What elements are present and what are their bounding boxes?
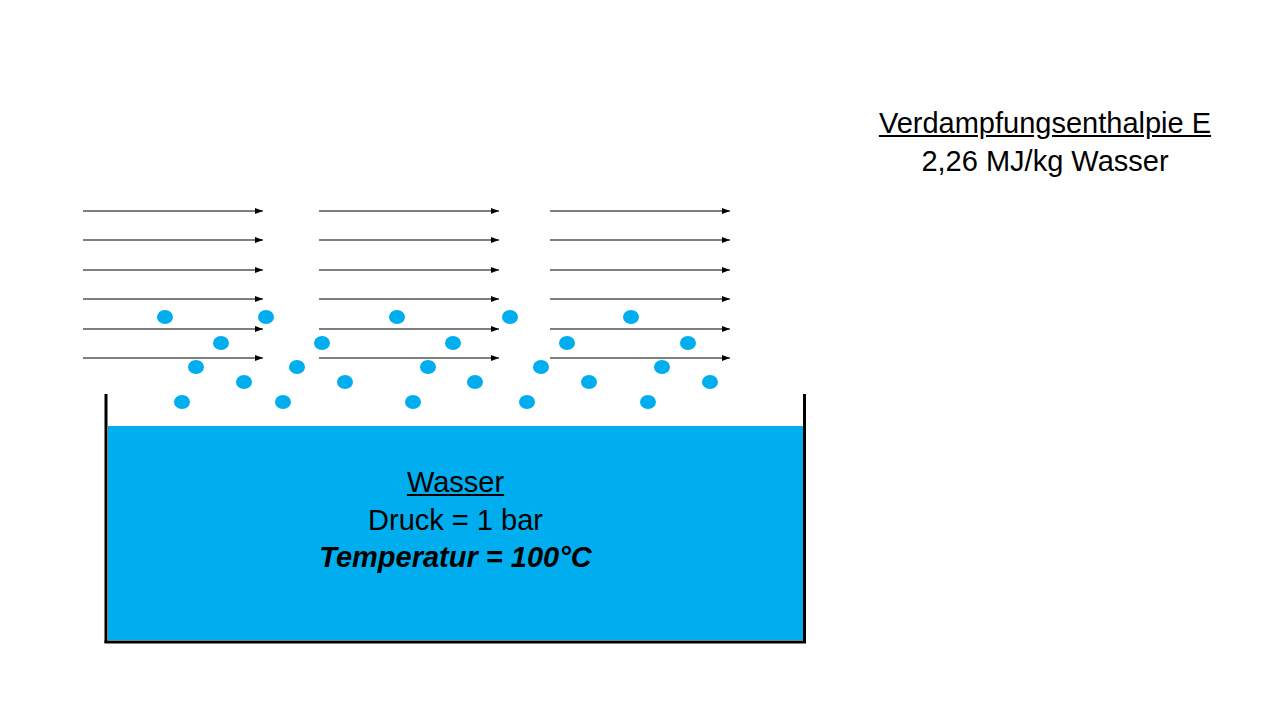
basin-walls xyxy=(105,394,807,643)
flow-arrow xyxy=(550,210,730,211)
droplet xyxy=(581,375,597,389)
flow-arrow xyxy=(550,239,730,240)
flow-arrow xyxy=(550,328,730,329)
air-flow-arrows xyxy=(83,211,730,358)
flow-arrow xyxy=(83,210,263,211)
droplet xyxy=(258,310,274,324)
flow-arrow xyxy=(83,269,263,270)
water-basin: WasserDruck = 1 barTemperatur = 100°C xyxy=(108,426,803,640)
flow-arrow xyxy=(319,239,499,240)
droplet xyxy=(702,375,718,389)
flow-arrow xyxy=(319,298,499,299)
droplet xyxy=(420,360,436,374)
droplet xyxy=(533,360,549,374)
basin-text: Druck = 1 bar xyxy=(108,503,803,538)
flow-arrow xyxy=(83,239,263,240)
droplet xyxy=(337,375,353,389)
flow-arrow xyxy=(319,210,499,211)
droplet xyxy=(275,395,291,409)
flow-arrow xyxy=(319,269,499,270)
droplet xyxy=(623,310,639,324)
droplet xyxy=(519,395,535,409)
flow-arrow xyxy=(83,298,263,299)
flow-arrow xyxy=(550,357,730,358)
droplet xyxy=(559,336,575,350)
flow-arrow xyxy=(550,298,730,299)
droplet xyxy=(289,360,305,374)
droplet xyxy=(680,336,696,350)
droplet xyxy=(314,336,330,350)
droplet xyxy=(188,360,204,374)
flow-arrow xyxy=(319,357,499,358)
basin-text: Wasser xyxy=(108,465,803,500)
flow-arrow xyxy=(550,269,730,270)
droplet xyxy=(157,310,173,324)
droplet xyxy=(236,375,252,389)
flow-arrow xyxy=(319,328,499,329)
vapour-droplets xyxy=(157,310,718,409)
droplet xyxy=(654,360,670,374)
droplet xyxy=(502,310,518,324)
flow-arrow xyxy=(83,357,263,358)
flow-arrow xyxy=(83,328,263,329)
droplet xyxy=(445,336,461,350)
enthalpy-label: 2,26 MJ/kg Wasser xyxy=(921,144,1168,179)
droplet xyxy=(467,375,483,389)
basin-text: Temperatur = 100°C xyxy=(108,540,803,575)
droplet xyxy=(389,310,405,324)
droplet xyxy=(213,336,229,350)
droplet xyxy=(405,395,421,409)
droplet xyxy=(640,395,656,409)
droplet xyxy=(174,395,190,409)
enthalpy-label: Verdampfungsenthalpie E xyxy=(879,106,1211,141)
